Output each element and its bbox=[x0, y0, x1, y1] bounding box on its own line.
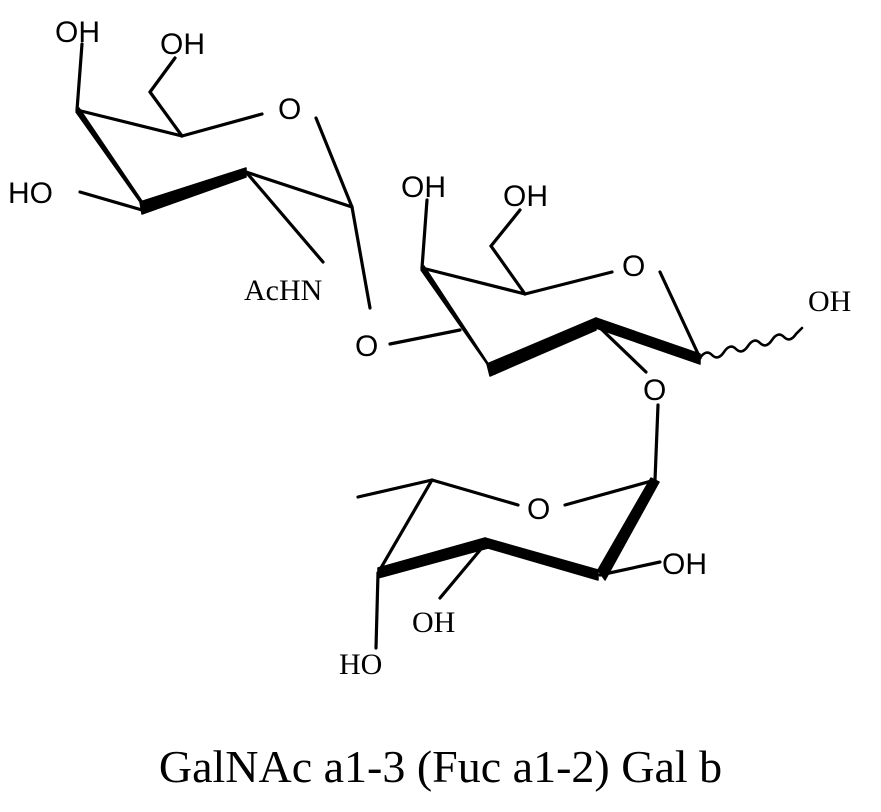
galnac-ring-o-label: O bbox=[278, 93, 301, 126]
gal-oh6-label: OH bbox=[503, 180, 548, 213]
galnac-oh3-label: HO bbox=[8, 177, 53, 210]
fuc-bond-c4-oh bbox=[374, 571, 380, 650]
gal-ring-o-label: O bbox=[622, 250, 645, 283]
gal-oh4-label: OH bbox=[401, 171, 446, 204]
galnac-bond-c1-c2 bbox=[244, 170, 354, 209]
gal-bond-c5-o5 bbox=[523, 270, 614, 296]
galnac-bond-c6-oh bbox=[148, 56, 177, 94]
fuc-bond-c1-o5 bbox=[563, 478, 657, 507]
galnac-wedge-c3-c4 bbox=[75, 107, 149, 211]
gal-bond-c4-c5 bbox=[420, 266, 527, 296]
galnac-ring bbox=[75, 42, 372, 310]
gal-ring bbox=[420, 198, 702, 377]
galnac-bond-c2-n bbox=[244, 170, 325, 264]
galnac-bond-o5-c1 bbox=[314, 116, 354, 209]
fuc-bond-o5-c5 bbox=[430, 478, 520, 507]
fuc-oh4-label: HO bbox=[339, 648, 382, 681]
galnac-bond-c5-o5 bbox=[180, 112, 264, 138]
galnac-oh6-label: OH bbox=[160, 28, 205, 61]
fuc-bond-c3-oh bbox=[438, 541, 488, 600]
gal-bond-o5-c1 bbox=[658, 270, 702, 360]
link-bond-o-to-gal-c3 bbox=[388, 328, 462, 346]
galnac-bond-c1-o-link bbox=[350, 205, 372, 310]
fuc-oh2-label: OH bbox=[662, 548, 707, 581]
gal-bond-c5-c6 bbox=[489, 244, 527, 296]
link-o-1-2-label: O bbox=[643, 374, 666, 407]
fuc-bond-c5-c6 bbox=[356, 478, 434, 499]
galnac-bond-c5-c6 bbox=[148, 90, 184, 138]
fuc-bond-c2-oh bbox=[598, 560, 662, 577]
gal-anomeric-wavy-bond bbox=[698, 326, 804, 360]
galnac-bond-c4-c5 bbox=[75, 108, 184, 138]
galnac-bond-c3-oh bbox=[78, 190, 144, 212]
fuc-wedge-c2-c1 bbox=[597, 477, 660, 581]
link-o-1-3-label: O bbox=[355, 330, 378, 363]
fuc-ring-o-label: O bbox=[527, 493, 550, 526]
gal-bond-c6-oh bbox=[489, 208, 522, 248]
galnac-wedge-c2-c3 bbox=[139, 167, 247, 215]
gal-wedge-c3-c4 bbox=[420, 265, 496, 375]
gal-bond-c2-o-link bbox=[594, 322, 648, 374]
galnac-nhac-label: AcHN bbox=[244, 274, 322, 307]
gal-bond-c4-oh bbox=[420, 198, 429, 270]
fuc-bond-c5-c4 bbox=[376, 478, 434, 575]
galnac-bond-c4-oh bbox=[75, 42, 84, 112]
link-bond-o-to-fuc-c1 bbox=[653, 403, 660, 482]
fuc-wedge-c3-c2 bbox=[484, 537, 599, 581]
galnac-oh4-label: OH bbox=[55, 16, 100, 49]
fuc-ring bbox=[356, 477, 662, 650]
gal-wedge-c2-c3 bbox=[486, 317, 597, 377]
fuc-oh3-label: OH bbox=[412, 606, 455, 639]
diagram-caption: GalNAc a1-3 (Fuc a1-2) Gal b bbox=[158, 741, 723, 792]
gal-anomeric-oh-label: OH bbox=[808, 285, 851, 318]
